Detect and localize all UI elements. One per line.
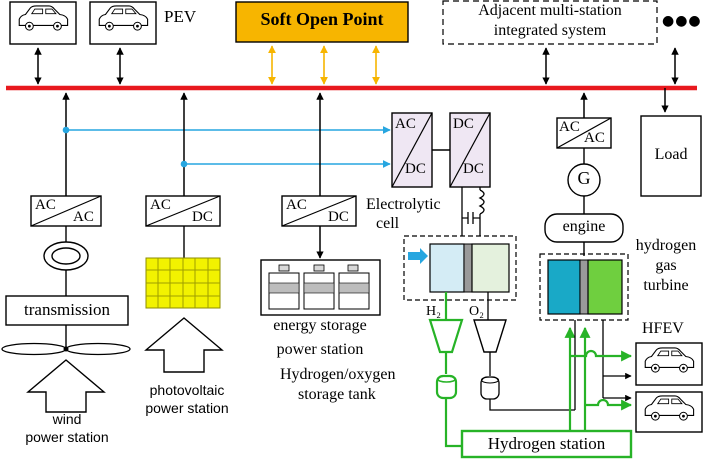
hfev-car-1	[635, 342, 703, 386]
ess-converter	[281, 195, 357, 227]
wind-label-1: wind	[52, 411, 82, 427]
turbine-label-2: gas	[655, 257, 677, 274]
pev-car-1	[9, 1, 77, 45]
adjacent-system-label-2: integrated system	[493, 22, 607, 39]
electrolytic-cell-dashed	[403, 235, 517, 301]
electrolysis-converter-2	[449, 112, 491, 188]
h2-compressor-icon	[428, 318, 464, 354]
hfev-feed-2	[585, 398, 633, 411]
capacitor-icon	[462, 212, 480, 224]
gen-converter	[556, 117, 612, 149]
transmission-box	[5, 295, 129, 326]
conv-pv-top: AC	[150, 197, 171, 213]
pv-panel-icon	[145, 257, 221, 309]
soft-open-point-box	[235, 1, 409, 43]
load-box	[640, 115, 702, 197]
ess-label-1: energy storage	[273, 317, 367, 334]
wind-label-2: power station	[25, 429, 109, 445]
battery-bank-icon	[260, 259, 381, 316]
hydrogen-station-label: Hydrogen station	[487, 434, 606, 453]
conv-ess-bottom: DC	[328, 209, 349, 225]
turbine-label-3: turbine	[643, 277, 689, 294]
conv-e1-top: AC	[395, 116, 416, 132]
turbine-label-1: hydrogen	[635, 237, 697, 254]
adjacent-system-box	[442, 0, 658, 45]
conv-gen-bottom: AC	[584, 130, 605, 146]
turbine-dashed	[539, 253, 629, 321]
conv-pv-bottom: DC	[192, 209, 213, 225]
conv-wind-bottom: AC	[73, 209, 94, 225]
pv-converter	[145, 195, 221, 227]
electrolytic-label-1: Electrolytic	[366, 196, 441, 213]
hfev-car-2	[635, 391, 703, 433]
hydrogen-gas-turbine-icon	[547, 259, 623, 315]
pev-car-2	[89, 1, 157, 45]
conv-e2-top: DC	[453, 116, 474, 132]
transmission-label: transmission	[24, 300, 110, 319]
hfev-feed-1	[570, 349, 633, 362]
o2-compressor-icon	[473, 319, 507, 353]
pv-label-1: photovoltaic	[149, 382, 225, 398]
tank-label-1: Hydrogen/oxygen	[280, 366, 396, 383]
generator-label: G	[577, 168, 591, 188]
conv-wind-top: AC	[35, 197, 56, 213]
electrolytic-label-2: cell	[376, 215, 400, 232]
ess-label-2: power station	[276, 341, 364, 358]
h2-label: H₂	[426, 304, 441, 319]
pv-input-arrow	[144, 317, 224, 373]
o2-label: O₂	[469, 304, 484, 319]
cell-input-arrow	[408, 248, 428, 264]
inductor-icon	[478, 189, 485, 215]
conv-ess-top: AC	[286, 197, 307, 213]
conv-gen-top: AC	[559, 119, 580, 135]
conv-e2-bottom: DC	[463, 161, 484, 177]
engine-label: engine	[562, 218, 606, 235]
ellipsis-label: ●●●	[662, 13, 702, 29]
hydrogen-station-box	[460, 429, 633, 459]
wind-transformer-icon	[43, 241, 89, 271]
wind-converter	[30, 195, 102, 227]
wind-input-arrow	[26, 359, 106, 413]
adjacent-system-label-1: Adjacent multi-station	[478, 2, 622, 19]
electrolytic-cell-icon	[429, 243, 510, 293]
conv-e1-bottom: DC	[405, 161, 426, 177]
h2-feed-line	[444, 398, 462, 448]
oxygen-tank-icon	[480, 376, 500, 400]
tank-label-2: storage tank	[298, 386, 376, 403]
hfev-label: HFEV	[642, 320, 684, 337]
wind-blade-icon	[1, 342, 131, 356]
load-label: Load	[654, 146, 688, 163]
soft-open-point-label: Soft Open Point	[260, 9, 384, 29]
pv-label-2: power station	[145, 400, 229, 416]
hydrogen-tank-icon	[435, 374, 458, 400]
pev-label: PEV	[164, 7, 197, 26]
o2-feed-line	[489, 399, 575, 411]
electrolysis-converter-1	[391, 112, 433, 188]
